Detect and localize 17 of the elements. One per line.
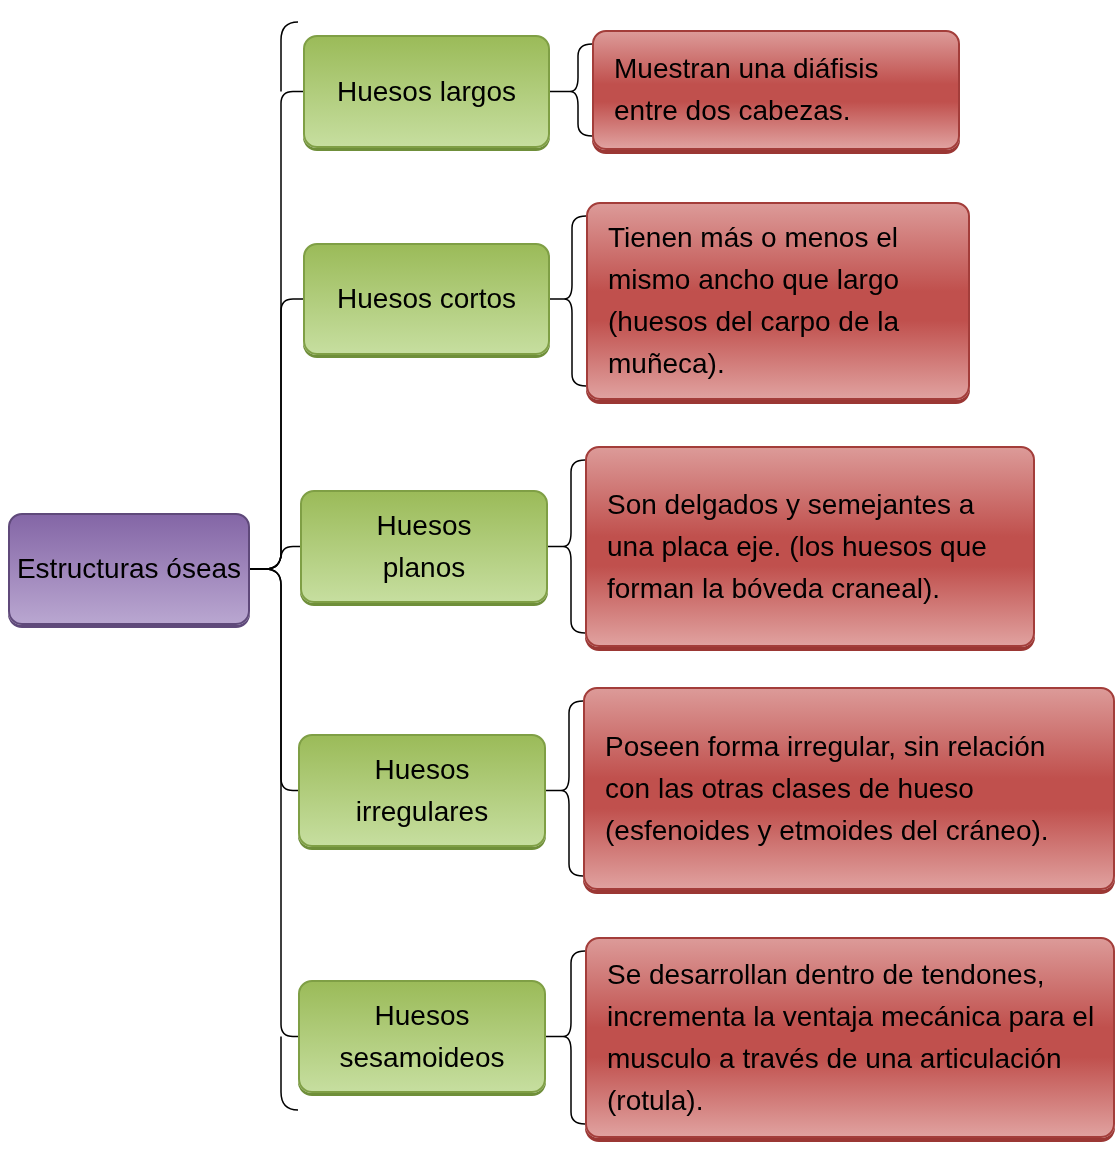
topic-box: [8, 513, 250, 625]
category-box: [303, 35, 550, 148]
label-text: Huesos sesamoideos: [338, 998, 506, 1075]
label-text: Huesos largos: [337, 74, 516, 109]
label-text: Huesos planos: [375, 508, 473, 585]
category-box: [298, 980, 546, 1093]
label-text: Estructuras óseas: [16, 552, 242, 586]
description-text: Son delgados y semejantes a una placa eje. (los huesos que forman la bóveda craneal).: [607, 487, 988, 606]
label-text: Huesos cortos: [337, 282, 516, 316]
label-text: Huesos irregulares: [354, 752, 490, 829]
description-text: Muestran una diáfisis entre dos cabezas.: [614, 52, 880, 128]
description-text: Se desarrollan dentro de tendones, incrementa la ventaja mecánica para el musculo a través de una articulación (rotula).: [607, 957, 1096, 1118]
category-box: [303, 243, 550, 355]
category-box: [298, 734, 546, 847]
category-box: [300, 490, 548, 603]
description-text: Poseen forma irregular, sin relación con las otras clases de hueso (esfenoides y etmoides del cráneo).: [605, 729, 1050, 848]
description-text: Tienen más o menos el mismo ancho que largo (huesos del carpo de la muñeca).: [608, 221, 901, 381]
